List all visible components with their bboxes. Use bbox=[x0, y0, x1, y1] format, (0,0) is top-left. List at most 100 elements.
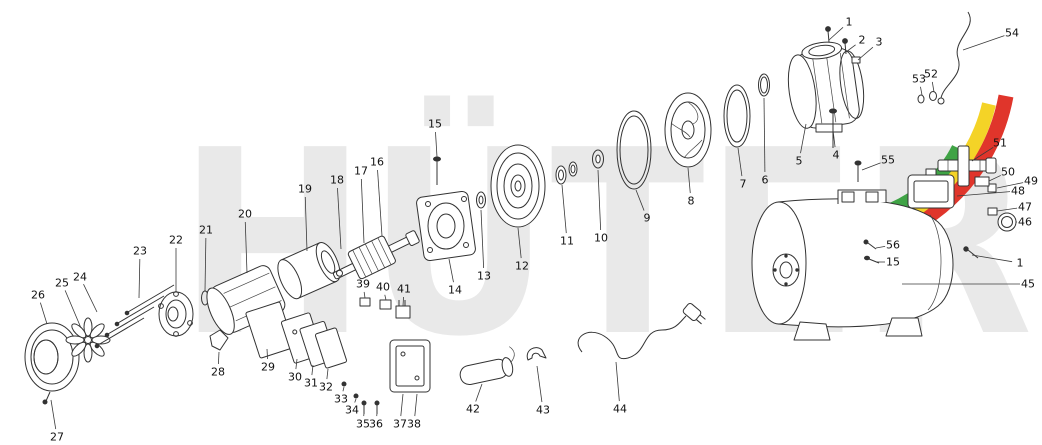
leader-line-4 bbox=[832, 129, 836, 148]
screw-1-right bbox=[963, 246, 979, 259]
bolt-15-top bbox=[433, 156, 441, 185]
part-number-47: 47 bbox=[1018, 201, 1032, 214]
impeller bbox=[664, 92, 712, 168]
stator-winding bbox=[277, 242, 341, 300]
part-number-51: 51 bbox=[993, 137, 1007, 150]
leader-line-41 bbox=[402, 296, 404, 307]
part-number-50: 50 bbox=[1001, 166, 1015, 179]
part-number-43: 43 bbox=[536, 404, 550, 417]
leader-line-25 bbox=[64, 290, 82, 329]
part-number-48: 48 bbox=[1011, 185, 1025, 198]
rear-end-bracket bbox=[158, 291, 194, 337]
leader-line-48 bbox=[956, 191, 1011, 197]
leader-line-24 bbox=[83, 284, 98, 313]
leader-line-31 bbox=[311, 364, 314, 376]
part-number-36: 36 bbox=[369, 418, 383, 431]
leader-line-39 bbox=[363, 291, 366, 299]
leader-line-5 bbox=[800, 123, 807, 154]
part-number-3: 3 bbox=[876, 36, 883, 49]
leader-line-40 bbox=[384, 294, 387, 301]
leader-line-51 bbox=[971, 146, 994, 162]
nut-47 bbox=[987, 207, 998, 216]
part-number-2: 2 bbox=[859, 34, 866, 47]
plug-3 bbox=[851, 56, 861, 64]
fan bbox=[65, 317, 111, 363]
part-number-10: 10 bbox=[594, 232, 608, 245]
rotor-shaft bbox=[332, 230, 420, 280]
part-number-27: 27 bbox=[50, 431, 64, 444]
part-number-26: 26 bbox=[31, 289, 45, 302]
part-number-22: 22 bbox=[169, 234, 183, 247]
leader-line-12 bbox=[517, 227, 522, 259]
part-number-7: 7 bbox=[740, 178, 747, 191]
ring-7 bbox=[723, 84, 751, 148]
screw-36 bbox=[374, 400, 380, 414]
screw-35 bbox=[361, 400, 367, 414]
part-number-9: 9 bbox=[644, 212, 651, 225]
part-number-53: 53 bbox=[912, 73, 926, 86]
part-number-39: 39 bbox=[356, 278, 370, 291]
seal-plate bbox=[490, 144, 546, 228]
screw-2 bbox=[842, 38, 848, 55]
motor-bracket bbox=[416, 190, 476, 262]
part-number-24: 24 bbox=[73, 271, 87, 284]
leader-line-32 bbox=[326, 368, 329, 380]
leader-line-7 bbox=[737, 147, 743, 177]
screws-56 bbox=[863, 239, 877, 250]
part-number-54: 54 bbox=[1005, 27, 1019, 40]
power-cord bbox=[577, 302, 706, 360]
part-number-6: 6 bbox=[762, 174, 769, 187]
leader-line-38 bbox=[414, 393, 418, 417]
leader-line-10 bbox=[597, 169, 602, 231]
leader-line-42 bbox=[475, 383, 483, 402]
washer-10 bbox=[592, 149, 604, 169]
part-number-11: 11 bbox=[560, 235, 574, 248]
leader-line-2 bbox=[845, 44, 856, 53]
capacitor bbox=[459, 346, 515, 386]
five-way-fitting bbox=[937, 145, 997, 187]
part-number-13: 13 bbox=[477, 270, 491, 283]
part-number-38: 38 bbox=[407, 418, 421, 431]
part-number-28: 28 bbox=[211, 366, 225, 379]
part-number-29: 29 bbox=[261, 361, 275, 374]
leader-line-3 bbox=[857, 46, 874, 61]
screw-33 bbox=[341, 381, 347, 387]
part-number-49: 49 bbox=[1024, 175, 1038, 188]
part-number-4: 4 bbox=[833, 149, 840, 162]
bolt-55 bbox=[854, 160, 862, 182]
leader-line-17 bbox=[360, 178, 365, 244]
part-number-31: 31 bbox=[304, 377, 318, 390]
pressure-hose bbox=[937, 11, 971, 105]
part-number-12: 12 bbox=[515, 260, 529, 273]
part-number-56: 56 bbox=[886, 239, 900, 252]
part-number-25: 25 bbox=[55, 277, 69, 290]
leader-line-28 bbox=[218, 351, 220, 365]
part-number-5: 5 bbox=[796, 155, 803, 168]
part-number-30: 30 bbox=[288, 371, 302, 384]
part-number-35: 35 bbox=[356, 418, 370, 431]
fan-cover bbox=[24, 322, 80, 392]
leader-line-27 bbox=[50, 399, 57, 430]
screw-1-top bbox=[825, 26, 831, 43]
part-number-52: 52 bbox=[924, 68, 938, 81]
leader-line-29 bbox=[266, 348, 268, 360]
part-number-21: 21 bbox=[199, 224, 213, 237]
pressure-tank bbox=[751, 189, 954, 341]
leader-line-47 bbox=[996, 207, 1018, 212]
adapter-50 bbox=[974, 176, 990, 187]
leader-line-16 bbox=[377, 169, 383, 237]
leader-line-33 bbox=[342, 386, 345, 392]
leader-line-52 bbox=[931, 81, 935, 93]
leader-line-8 bbox=[687, 167, 691, 194]
leader-line-55 bbox=[861, 162, 881, 171]
tie-bolts bbox=[94, 284, 175, 349]
nipple-49 bbox=[987, 183, 997, 193]
part-number-55: 55 bbox=[881, 154, 895, 167]
leader-line-21 bbox=[204, 237, 207, 292]
part-number-23: 23 bbox=[133, 245, 147, 258]
leader-line-53 bbox=[920, 86, 923, 96]
capacitor-clamp bbox=[209, 329, 229, 351]
leader-line-34 bbox=[354, 398, 357, 403]
